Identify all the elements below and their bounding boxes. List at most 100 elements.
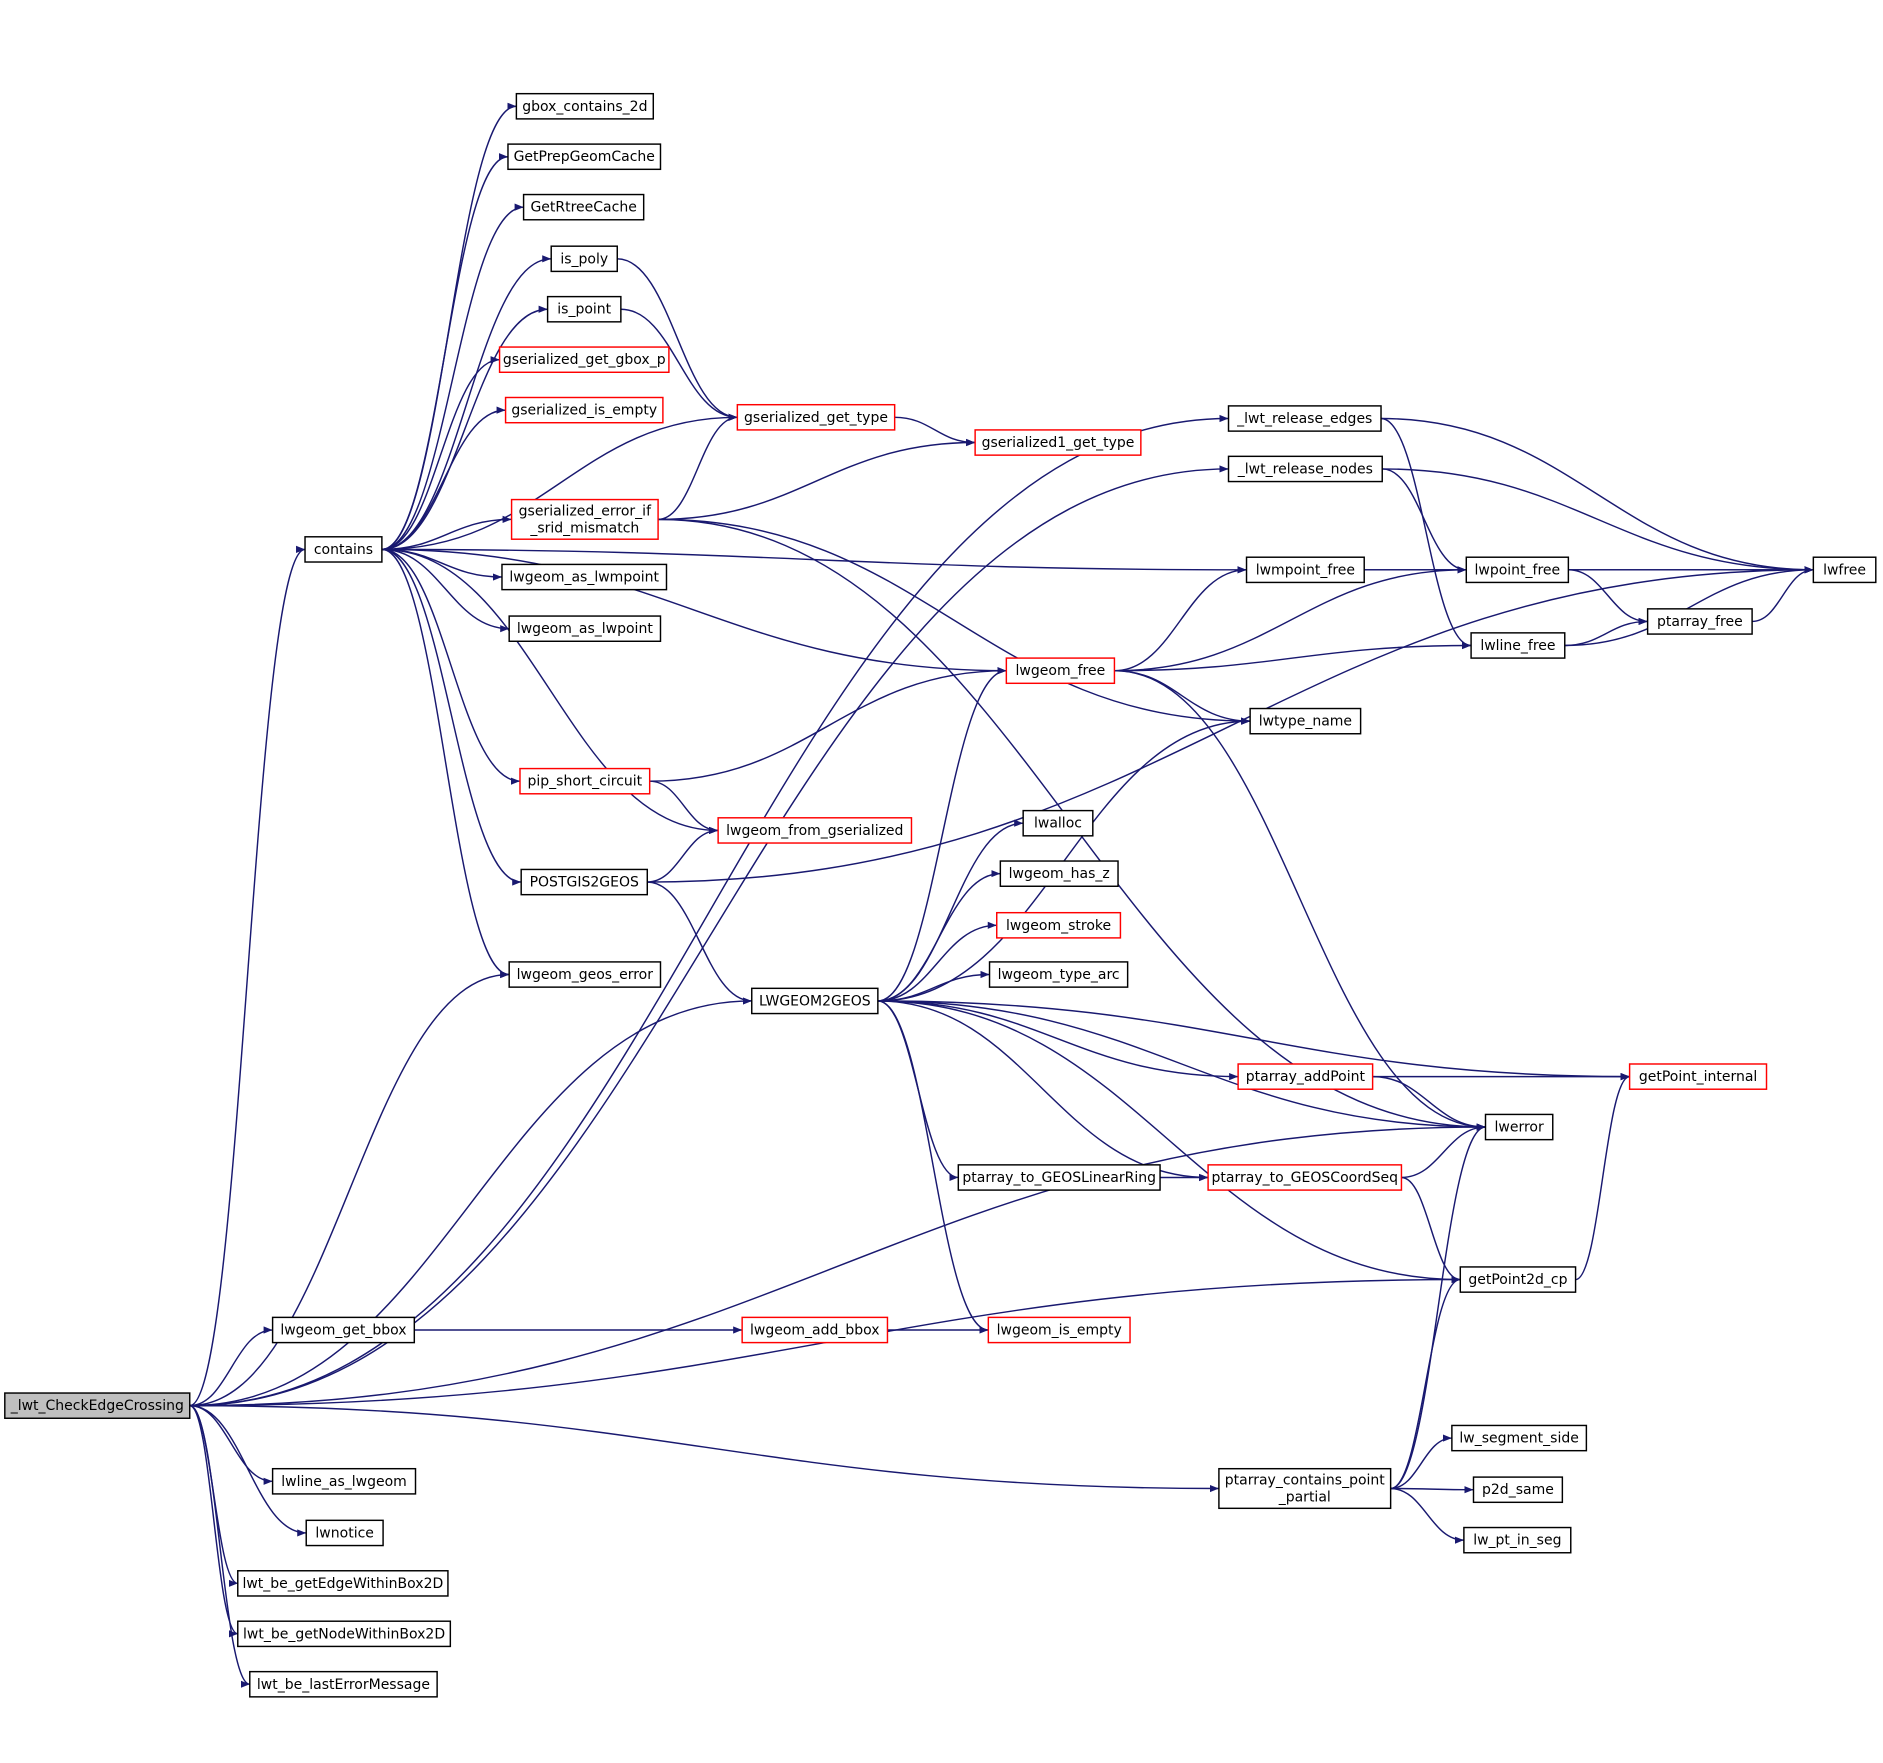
node-lwgeom_get_bbox[interactable]: lwgeom_get_bbox xyxy=(271,1316,416,1344)
node-lwgeom_get_bbox-label: lwgeom_get_bbox xyxy=(280,1322,406,1338)
node-lwgeom_free[interactable]: lwgeom_free xyxy=(1005,657,1116,685)
node-is_poly[interactable]: is_poly xyxy=(550,245,618,273)
node-root[interactable]: _lwt_CheckEdgeCrossing xyxy=(4,1392,191,1419)
node-lwalloc[interactable]: lwalloc xyxy=(1022,809,1094,837)
edge-root-to-_lwt_release_edges xyxy=(189,414,1229,1407)
node-lw_pt_in_seg[interactable]: lw_pt_in_seg xyxy=(1463,1526,1572,1554)
node-lwgeom_geos_error[interactable]: lwgeom_geos_error xyxy=(508,961,662,988)
node-gbox_contains_2d[interactable]: gbox_contains_2d xyxy=(515,92,655,120)
node-ptarray_free-label: ptarray_free xyxy=(1657,614,1743,630)
node-gserialized1_get_type[interactable]: gserialized1_get_type xyxy=(974,429,1142,456)
node-lwgeom_free-label: lwgeom_free xyxy=(1016,663,1106,679)
edge-ptarray_addPoint-to-lwerror xyxy=(1372,1075,1486,1131)
node-ptarray_addPoint-label: ptarray_addPoint xyxy=(1246,1069,1366,1085)
edge-root-to-lwline_as_lwgeom xyxy=(189,1404,273,1485)
node-lwgeom_as_lwpoint[interactable]: lwgeom_as_lwpoint xyxy=(508,615,662,643)
node-ptarray_to_GEOSLinearRing[interactable]: ptarray_to_GEOSLinearRing xyxy=(957,1164,1161,1191)
node-lwfree[interactable]: lwfree xyxy=(1812,556,1877,584)
node-getPoint_internal[interactable]: getPoint_internal xyxy=(1628,1063,1768,1090)
node-gserialized_get_type[interactable]: gserialized_get_type xyxy=(736,403,896,431)
edge-contains-to-gserialized_get_type xyxy=(381,413,738,551)
edge-gserialized_error_if_srid_mismatch-to-lwtype_name xyxy=(658,518,1251,725)
node-pip_short_circuit[interactable]: pip_short_circuit xyxy=(519,767,651,795)
node-_lwt_release_edges-label: _lwt_release_edges xyxy=(1236,411,1372,427)
node-ptarray_free-box xyxy=(1646,608,1753,635)
node-lwgeom_from_gserialized[interactable]: lwgeom_from_gserialized xyxy=(717,817,913,844)
node-lwt_be_getNodeWithinBox2D[interactable]: lwt_be_getNodeWithinBox2D xyxy=(237,1620,452,1648)
node-LWGEOM2GEOS[interactable]: LWGEOM2GEOS xyxy=(751,987,879,1015)
node-lwerror[interactable]: lwerror xyxy=(1484,1113,1554,1141)
node-pip_short_circuit-box xyxy=(519,767,651,795)
edge-ptarray_contains_point_partial-to-lw_pt_in_seg xyxy=(1390,1487,1464,1544)
node-GetPrepGeomCache-box xyxy=(507,143,662,171)
node-lwline_free[interactable]: lwline_free xyxy=(1470,632,1566,659)
node-ptarray_to_GEOSLinearRing-label: ptarray_to_GEOSLinearRing xyxy=(962,1170,1156,1186)
node-gserialized_get_gbox_p-box xyxy=(498,346,670,374)
node-lwgeom_has_z[interactable]: lwgeom_has_z xyxy=(999,860,1119,887)
node-gserialized_is_empty-label: gserialized_is_empty xyxy=(511,403,657,419)
node-lwmpoint_free[interactable]: lwmpoint_free xyxy=(1245,556,1365,584)
node-_lwt_release_nodes[interactable]: _lwt_release_nodes xyxy=(1227,455,1383,483)
node-gserialized_error_if_srid_mismatch[interactable]: gserialized_error_if_srid_mismatch xyxy=(510,498,659,540)
node-lwt_be_getEdgeWithinBox2D[interactable]: lwt_be_getEdgeWithinBox2D xyxy=(237,1570,449,1597)
node-gserialized_get_type-label: gserialized_get_type xyxy=(744,410,888,426)
edge-LWGEOM2GEOS-to-getPoint2d_cp xyxy=(877,1000,1461,1284)
node-lwtype_name-label: lwtype_name xyxy=(1259,714,1352,730)
node-p2d_same[interactable]: p2d_same xyxy=(1472,1476,1564,1504)
edge-is_point-to-gserialized_get_type xyxy=(620,308,738,421)
node-contains[interactable]: contains xyxy=(304,536,383,563)
node-lwgeom_stroke[interactable]: lwgeom_stroke xyxy=(996,911,1122,939)
node-lwgeom_type_arc[interactable]: lwgeom_type_arc xyxy=(988,961,1129,988)
node-gbox_contains_2d-label: gbox_contains_2d xyxy=(522,99,647,115)
node-lwline_free-box xyxy=(1470,632,1566,659)
node-POSTGIS2GEOS[interactable]: POSTGIS2GEOS xyxy=(520,868,649,896)
edge-POSTGIS2GEOS-to-LWGEOM2GEOS xyxy=(647,881,752,1005)
node-gserialized_is_empty-box xyxy=(504,396,664,424)
edge-LWGEOM2GEOS-to-ptarray_to_GEOSCoordSeq xyxy=(877,1000,1209,1182)
node-lw_segment_side[interactable]: lw_segment_side xyxy=(1451,1424,1588,1452)
edge-root-to-lwt_be_lastErrorMessage xyxy=(189,1404,251,1688)
edge-lwgeom_free-to-lwpoint_free xyxy=(1114,566,1467,672)
node-lwgeom_add_bbox[interactable]: lwgeom_add_bbox xyxy=(741,1316,889,1344)
node-GetPrepGeomCache[interactable]: GetPrepGeomCache xyxy=(507,143,662,171)
node-lwgeom_is_empty[interactable]: lwgeom_is_empty xyxy=(987,1316,1131,1344)
edge-lwline_free-to-lwfree xyxy=(1564,566,1814,647)
edge-contains-to-gserialized_error_if_srid_mismatch xyxy=(381,515,512,551)
edge-POSTGIS2GEOS-to-lwfree xyxy=(647,566,1814,883)
edge-gserialized_get_type-to-gserialized1_get_type xyxy=(894,416,976,447)
node-root-label: _lwt_CheckEdgeCrossing xyxy=(10,1398,184,1414)
edge-POSTGIS2GEOS-to-lwgeom_from_gserialized xyxy=(647,826,719,883)
node-lwline_as_lwgeom[interactable]: lwline_as_lwgeom xyxy=(271,1467,417,1495)
node-ptarray_contains_point_partial-label: ptarray_contains_point xyxy=(1225,1473,1386,1489)
node-gserialized_is_empty[interactable]: gserialized_is_empty xyxy=(504,396,664,424)
node-ptarray_free[interactable]: ptarray_free xyxy=(1646,608,1753,635)
edge-ptarray_contains_point_partial-to-p2d_same xyxy=(1390,1486,1474,1494)
node-ptarray_contains_point_partial[interactable]: ptarray_contains_point_partial xyxy=(1218,1467,1392,1510)
node-lwmpoint_free-box xyxy=(1245,556,1365,584)
node-getPoint_internal-box xyxy=(1628,1063,1768,1090)
node-lwt_be_getEdgeWithinBox2D-box xyxy=(237,1570,449,1597)
node-lw_segment_side-label: lw_segment_side xyxy=(1459,1431,1578,1447)
node-lwtype_name[interactable]: lwtype_name xyxy=(1249,707,1362,735)
node-ptarray_to_GEOSCoordSeq-box xyxy=(1207,1164,1403,1191)
edge-ptarray_free-to-lwfree xyxy=(1752,566,1814,623)
node-lwfree-label: lwfree xyxy=(1823,562,1866,578)
node-ptarray_to_GEOSCoordSeq[interactable]: ptarray_to_GEOSCoordSeq xyxy=(1207,1164,1403,1191)
node-ptarray_addPoint[interactable]: ptarray_addPoint xyxy=(1237,1063,1374,1090)
node-getPoint2d_cp[interactable]: getPoint2d_cp xyxy=(1459,1266,1577,1293)
node-lwt_be_lastErrorMessage[interactable]: lwt_be_lastErrorMessage xyxy=(249,1670,438,1698)
node-is_point[interactable]: is_point xyxy=(546,295,622,323)
node-_lwt_release_edges[interactable]: _lwt_release_edges xyxy=(1227,405,1382,432)
node-lwnotice[interactable]: lwnotice xyxy=(305,1519,384,1547)
node-GetRtreeCache[interactable]: GetRtreeCache xyxy=(522,193,645,221)
node-gserialized1_get_type-box xyxy=(974,429,1142,456)
node-lwpoint_free-label: lwpoint_free xyxy=(1475,562,1561,578)
node-lwpoint_free[interactable]: lwpoint_free xyxy=(1465,556,1570,584)
nodes-layer: _lwt_CheckEdgeCrossing contains gbox_conta… xyxy=(4,92,1877,1698)
edge-gserialized_error_if_srid_mismatch-to-gserialized1_get_type xyxy=(658,438,976,521)
node-lwfree-box xyxy=(1812,556,1877,584)
node-lwpoint_free-box xyxy=(1465,556,1570,584)
node-lwgeom_get_bbox-box xyxy=(271,1316,416,1344)
node-lwgeom_as_lwmpoint[interactable]: lwgeom_as_lwmpoint xyxy=(501,563,668,591)
node-gserialized_get_gbox_p[interactable]: gserialized_get_gbox_p xyxy=(498,346,670,374)
